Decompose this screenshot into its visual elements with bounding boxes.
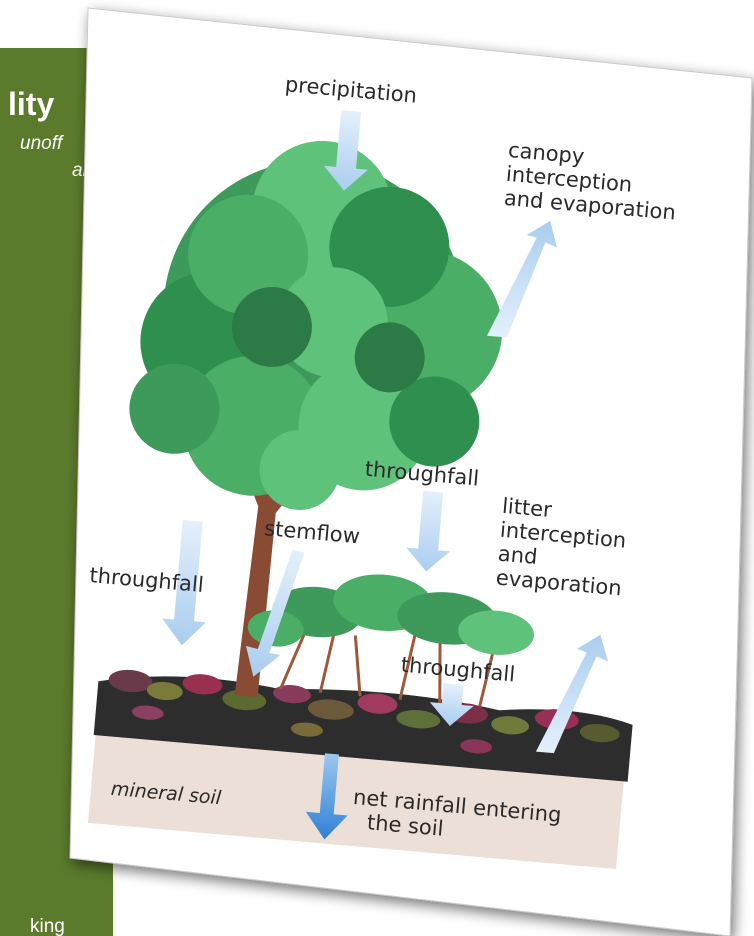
- precipitation-arrow-icon: [324, 110, 368, 191]
- label-litter-line-3: and: [497, 542, 538, 569]
- shrubs-icon: [247, 574, 535, 707]
- throughfall-left-arrow-icon: [162, 519, 206, 646]
- tree-icon: [129, 140, 503, 510]
- panel-heading: lity: [8, 86, 55, 122]
- litter-evaporation-arrow-icon: [535, 634, 609, 754]
- throughfall-shrub-arrow-icon: [429, 683, 474, 727]
- canopy-evaporation-arrow-icon: [486, 220, 557, 338]
- panel-subtitle-line-2: al: [72, 160, 87, 181]
- label-litter-line-1: litter: [501, 494, 553, 522]
- throughfall-top-arrow-icon: [406, 490, 451, 572]
- litter-leaves: [108, 669, 620, 754]
- panel-subtitle-line-1: unoff: [20, 133, 63, 154]
- panel-text-fragment-5: king: [30, 916, 65, 936]
- mineral-soil-layer: [88, 731, 625, 870]
- net-rainfall-arrow-icon: [305, 753, 348, 840]
- stemflow-arrow-icon: [246, 549, 305, 677]
